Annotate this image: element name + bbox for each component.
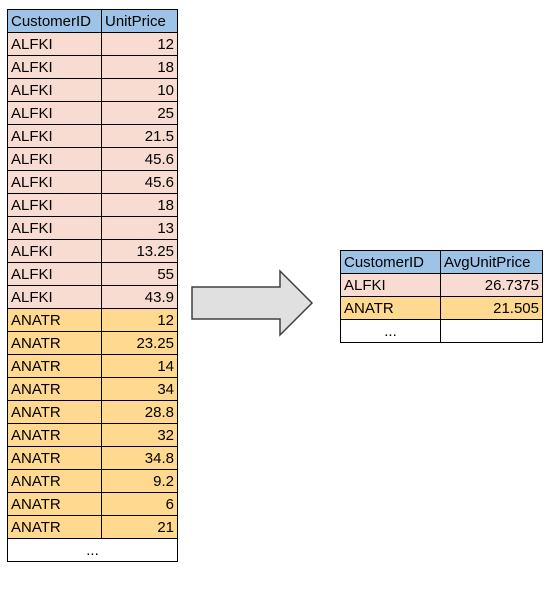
source-cell-unitprice: 21 [101,515,178,539]
result-cell-customerid: ANATR [340,296,441,320]
source-cell-unitprice: 28.8 [101,400,178,424]
source-cell-unitprice: 21.5 [101,124,178,148]
source-cell-unitprice: 45.6 [101,170,178,194]
source-cell-customerid: ANATR [7,331,102,355]
source-cell-customerid: ALFKI [7,147,102,171]
source-cell-unitprice: 34.8 [101,446,178,470]
source-cell-unitprice: 12 [101,32,178,56]
arrow-shape [191,269,314,337]
source-cell-customerid: ALFKI [7,193,102,217]
source-cell-unitprice: 55 [101,262,178,286]
source-cell-customerid: ALFKI [7,124,102,148]
source-cell-unitprice: 23.25 [101,331,178,355]
source-header-customerid: CustomerID [7,9,102,33]
source-cell-customerid: ANATR [7,423,102,447]
source-cell-customerid: ANATR [7,308,102,332]
right-arrow-icon [191,269,314,337]
source-cell-unitprice: 43.9 [101,285,178,309]
source-cell-unitprice: 18 [101,193,178,217]
source-header-unitprice: UnitPrice [101,9,178,33]
source-cell-customerid: ALFKI [7,239,102,263]
source-cell-unitprice: 45.6 [101,147,178,171]
source-cell-customerid: ANATR [7,446,102,470]
source-cell-unitprice: 32 [101,423,178,447]
result-header-avgunitprice: AvgUnitPrice [440,250,543,274]
source-cell-unitprice: 13 [101,216,178,240]
source-cell-customerid: ALFKI [7,101,102,125]
source-cell-unitprice: 14 [101,354,178,378]
source-cell-customerid: ALFKI [7,216,102,240]
source-ellipsis: ... [7,538,178,562]
result-header-customerid: CustomerID [340,250,441,274]
source-cell-customerid: ALFKI [7,170,102,194]
source-cell-customerid: ANATR [7,492,102,516]
source-cell-unitprice: 34 [101,377,178,401]
source-cell-customerid: ALFKI [7,262,102,286]
source-header-row: CustomerID UnitPrice [7,9,178,33]
source-cell-unitprice: 9.2 [101,469,178,493]
source-cell-unitprice: 12 [101,308,178,332]
source-cell-unitprice: 10 [101,78,178,102]
result-cell-avgunitprice: 21.505 [440,296,543,320]
result-header-row: CustomerID AvgUnitPrice [340,250,543,274]
source-cell-unitprice: 25 [101,101,178,125]
source-ellipsis-row: ... [7,538,178,562]
source-cell-customerid: ANATR [7,515,102,539]
source-cell-unitprice: 13.25 [101,239,178,263]
result-ellipsis-empty [440,319,543,343]
source-cell-customerid: ANATR [7,400,102,424]
source-cell-customerid: ALFKI [7,285,102,309]
result-cell-avgunitprice: 26.7375 [440,273,543,297]
source-cell-customerid: ALFKI [7,78,102,102]
source-cell-customerid: ALFKI [7,55,102,79]
result-ellipsis-row: ... [340,319,543,343]
source-cell-customerid: ALFKI [7,32,102,56]
source-cell-customerid: ANATR [7,469,102,493]
source-cell-customerid: ANATR [7,377,102,401]
result-ellipsis: ... [340,319,441,343]
source-cell-unitprice: 18 [101,55,178,79]
source-cell-unitprice: 6 [101,492,178,516]
source-cell-customerid: ANATR [7,354,102,378]
result-cell-customerid: ALFKI [340,273,441,297]
